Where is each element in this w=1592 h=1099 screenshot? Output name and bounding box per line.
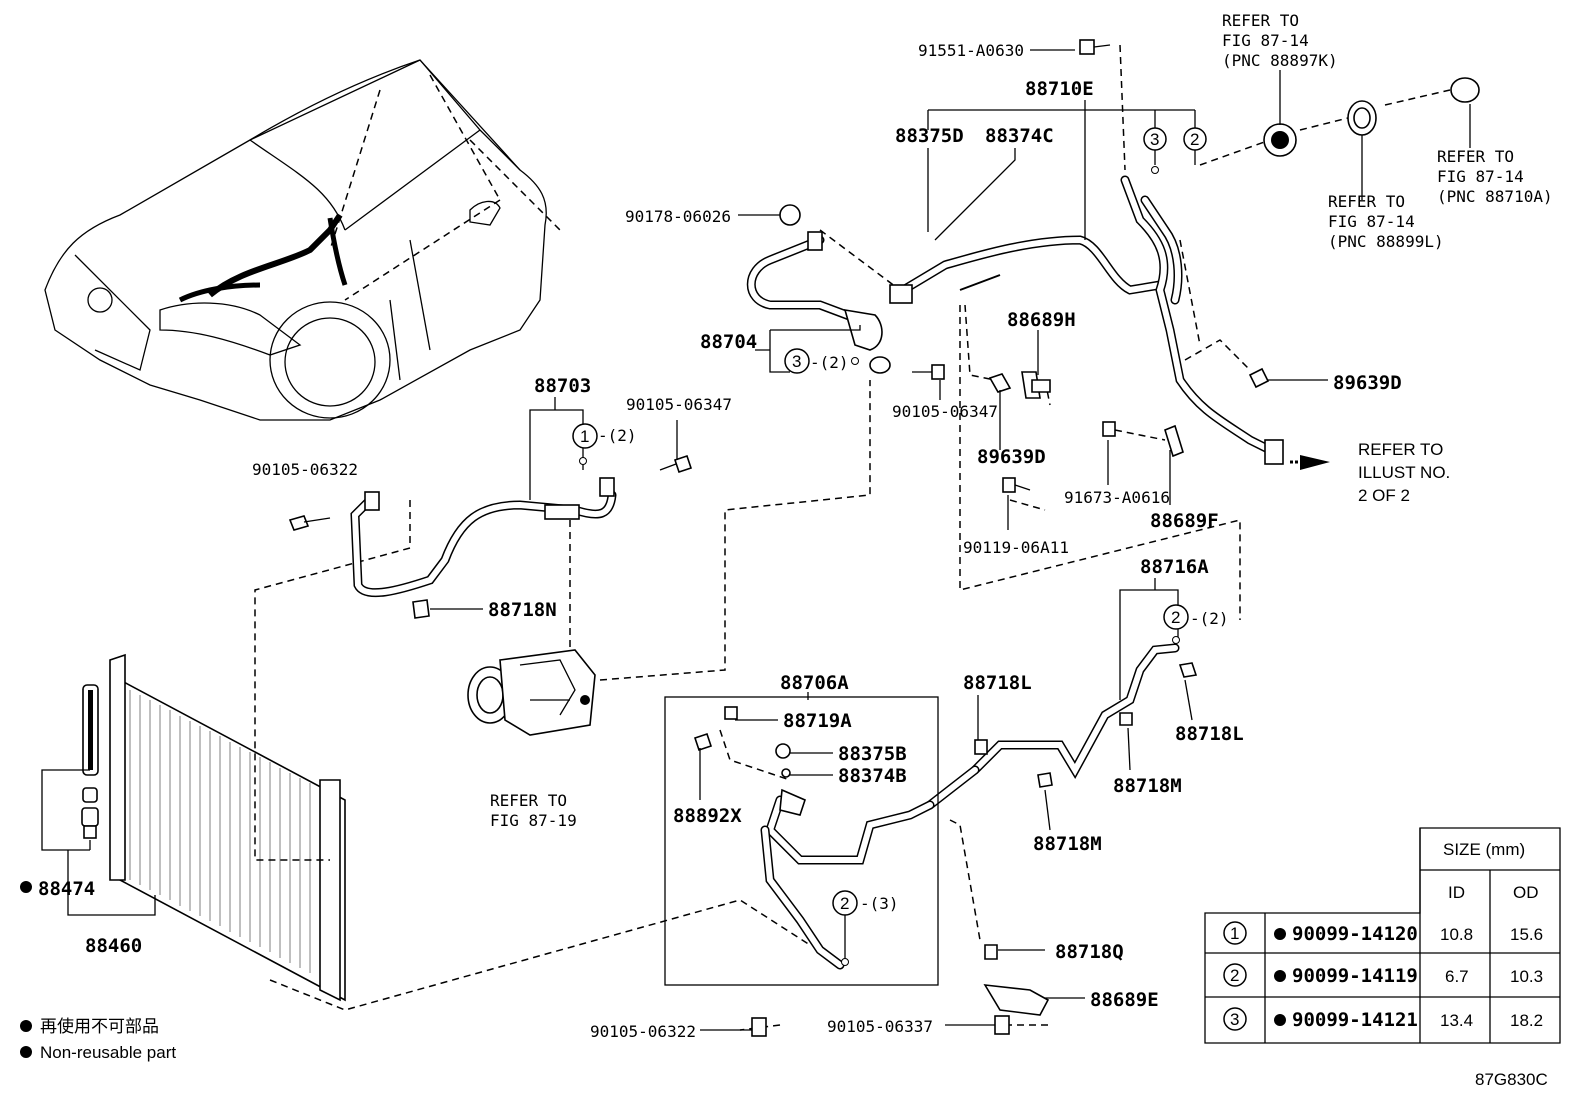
label-89639D: 89639D [1333, 372, 1402, 394]
callout-2: 2 [840, 894, 849, 913]
compressor[interactable] [467, 649, 596, 736]
qty-88716A: -(2) [1190, 609, 1229, 628]
callout-circles: 3 2 3 1 2 2 [572, 127, 1207, 966]
table-od: 10.3 [1510, 967, 1543, 986]
label-88374C: 88374C [985, 125, 1054, 147]
pipe-88706A[interactable] [760, 788, 935, 970]
label-88719A: 88719A [783, 710, 852, 732]
table-header-size: SIZE (mm) [1443, 840, 1525, 859]
hose-88703[interactable] [350, 477, 617, 598]
hose-88710E[interactable] [889, 175, 1284, 465]
non-reusable-dot [20, 881, 32, 893]
label-88718M: 88718M [1113, 775, 1182, 797]
table-id: 13.4 [1440, 1011, 1473, 1030]
table-part: 90099-14120 [1292, 923, 1418, 945]
callout-2: 2 [1171, 608, 1180, 627]
refer-fig: FIG 87-14 [1437, 167, 1524, 186]
arrow-icon [1300, 455, 1330, 470]
table-ref: 3 [1230, 1010, 1239, 1029]
legend-jp: 再使用不可部品 [40, 1016, 159, 1036]
legend-en: Non-reusable part [40, 1043, 176, 1062]
table-od: 18.2 [1510, 1011, 1543, 1030]
refer-text: REFER TO [1222, 11, 1299, 30]
label-90105-06322: 90105-06322 [590, 1022, 696, 1041]
label-88374B: 88374B [838, 765, 907, 787]
label-88718L: 88718L [963, 672, 1032, 694]
refer-fig: FIG 87-19 [490, 811, 577, 830]
label-88716A: 88716A [1140, 556, 1209, 578]
table-od: 15.6 [1510, 925, 1543, 944]
callout-1: 1 [580, 427, 589, 446]
refer-pnc: (PNC 88899L) [1328, 232, 1444, 251]
label-88704: 88704 [700, 331, 757, 353]
label-90105-06337: 90105-06337 [827, 1017, 933, 1036]
receiver-element-88474[interactable] [81, 684, 99, 839]
condenser-88460[interactable] [109, 653, 346, 1002]
table-id: 10.8 [1440, 925, 1473, 944]
table-part: 90099-14119 [1292, 965, 1418, 987]
refer-text: REFER TO [490, 791, 567, 810]
label-88474: 88474 [38, 878, 95, 900]
label-88703: 88703 [534, 375, 591, 397]
vehicle-illustration [44, 59, 561, 421]
refer-fig: FIG 87-14 [1222, 31, 1309, 50]
label-90105-06347: 90105-06347 [892, 402, 998, 421]
label-88460: 88460 [85, 935, 142, 957]
label-90105-06322: 90105-06322 [252, 460, 358, 479]
refer-fig: FIG 87-14 [1328, 212, 1415, 231]
label-88689F: 88689F [1150, 510, 1219, 532]
refer-pnc: (PNC 88897K) [1222, 51, 1338, 70]
label-90105-06347: 90105-06347 [626, 395, 732, 414]
label-88718Q: 88718Q [1055, 941, 1124, 963]
small-parts [288, 39, 1480, 1037]
group-box-88706A [664, 696, 939, 986]
label-88689E: 88689E [1090, 989, 1159, 1011]
size-table: SIZE (mm) ID OD 1 90099-14120 10.8 15.6 … [1204, 827, 1561, 1044]
legend: 再使用不可部品 Non-reusable part [20, 1016, 176, 1062]
refer-pnc: (PNC 88710A) [1437, 187, 1553, 206]
label-88375B: 88375B [838, 743, 907, 765]
callout-3: 3 [1150, 130, 1159, 149]
table-id: 6.7 [1445, 967, 1469, 986]
label-90178-06026: 90178-06026 [625, 207, 731, 226]
table-header-od: OD [1513, 883, 1539, 902]
table-ref: 2 [1230, 966, 1239, 985]
qty-88703: -(2) [598, 426, 637, 445]
qty-88704: -(2) [810, 353, 849, 372]
label-88718M: 88718M [1033, 833, 1102, 855]
label-88710E: 88710E [1025, 78, 1094, 100]
table-part: 90099-14121 [1292, 1009, 1418, 1031]
refer-illust-page: 2 OF 2 [1358, 486, 1410, 505]
refer-illust: ILLUST NO. [1358, 463, 1450, 482]
label-88718L: 88718L [1175, 723, 1244, 745]
label-88718N: 88718N [488, 599, 557, 621]
qty-88706A: -(3) [860, 894, 899, 913]
table-header-id: ID [1448, 883, 1465, 902]
part-labels: 91551-A0630 88710E 88375D 88374C REFER T… [38, 11, 1553, 1041]
label-88375D: 88375D [895, 125, 964, 147]
figure-code: 87G830C [1475, 1070, 1548, 1089]
assembly-lines [254, 44, 1451, 1031]
label-88689H: 88689H [1007, 309, 1076, 331]
callout-2: 2 [1190, 130, 1199, 149]
label-88892X: 88892X [673, 805, 742, 827]
label-91673-A0616: 91673-A0616 [1064, 488, 1170, 507]
callout-3: 3 [792, 352, 801, 371]
label-91551-A0630: 91551-A0630 [918, 41, 1024, 60]
label-88706A: 88706A [780, 672, 849, 694]
hose-88704[interactable] [746, 231, 891, 374]
label-89639D: 89639D [977, 446, 1046, 468]
table-ref: 1 [1230, 924, 1239, 943]
leaders [430, 49, 1471, 1031]
refer-text: REFER TO [1328, 192, 1405, 211]
refer-text: REFER TO [1358, 440, 1443, 459]
refer-text: REFER TO [1437, 147, 1514, 166]
label-90119-06A11: 90119-06A11 [963, 538, 1069, 557]
